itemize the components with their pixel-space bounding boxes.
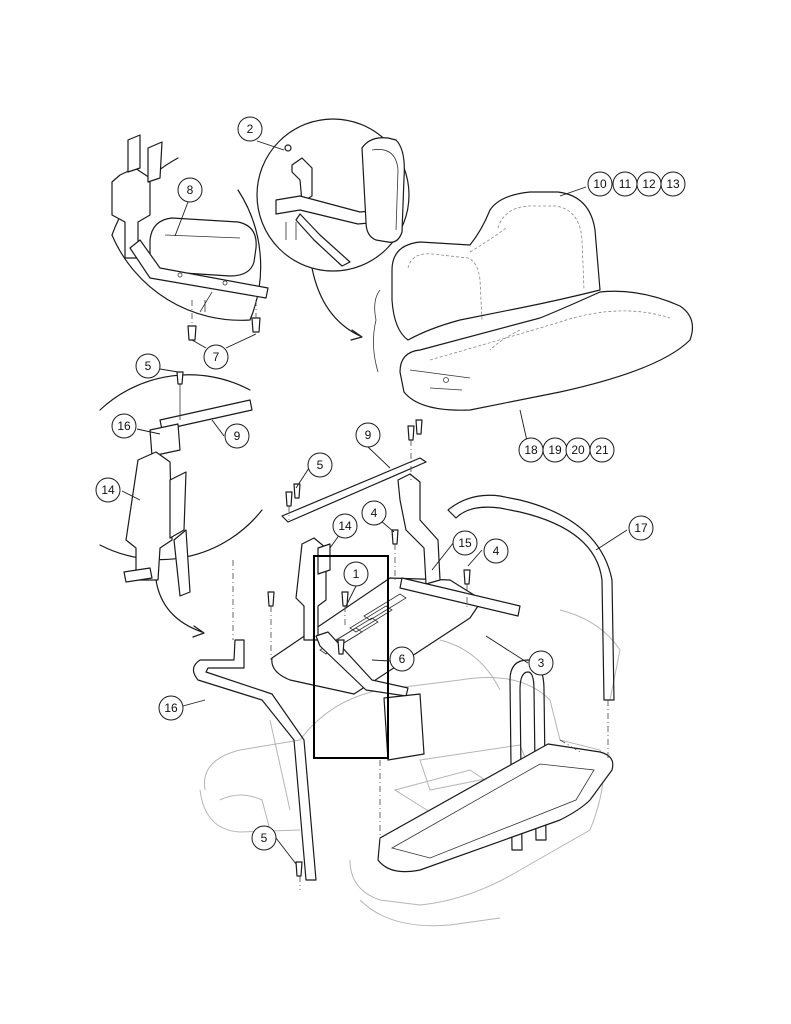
callout-15: 15 [452, 530, 478, 556]
callout-5-mid: 5 [307, 452, 333, 478]
svg-text:14: 14 [338, 519, 352, 533]
frame-tube-vertical [509, 659, 547, 851]
svg-text:21: 21 [595, 443, 609, 457]
callout-16: 16 [158, 695, 184, 721]
callout-10: 10 [587, 171, 613, 197]
frame-tube-right [447, 494, 615, 701]
svg-text:4: 4 [493, 544, 500, 558]
frame-tube-left [192, 639, 317, 881]
inset-arrow-seatback [311, 267, 361, 337]
svg-text:14: 14 [101, 483, 115, 497]
callout-1: 1 [343, 561, 369, 587]
rear-panel [383, 693, 425, 761]
svg-text:19: 19 [548, 443, 562, 457]
svg-text:8: 8 [187, 183, 194, 197]
highlight-box [313, 555, 389, 759]
inset-bracket-detail [99, 371, 263, 597]
callout-9: 9 [355, 422, 381, 448]
callout-18: 18 [518, 437, 544, 463]
arrowhead-bracket [192, 625, 205, 638]
svg-text:5: 5 [145, 359, 152, 373]
svg-text:15: 15 [458, 536, 472, 550]
svg-text:9: 9 [365, 428, 372, 442]
svg-text:5: 5 [317, 458, 324, 472]
callout-16-inset: 16 [111, 413, 137, 439]
callout-6: 6 [389, 646, 415, 672]
svg-text:9: 9 [234, 429, 241, 443]
inset-seat-bracket [111, 134, 269, 341]
fasteners [232, 419, 609, 890]
svg-text:7: 7 [213, 350, 220, 364]
svg-text:2: 2 [247, 122, 254, 136]
callout-17: 17 [628, 515, 654, 541]
svg-text:20: 20 [571, 443, 585, 457]
callout-19: 19 [542, 437, 568, 463]
callout-5-top: 5 [135, 353, 161, 379]
svg-text:6: 6 [399, 652, 406, 666]
callout-11: 11 [612, 171, 638, 197]
svg-text:18: 18 [524, 443, 538, 457]
callout-21: 21 [589, 437, 615, 463]
inset-arrow-bracket [155, 579, 203, 633]
cross-bar [281, 457, 427, 523]
callout-9-inset: 9 [224, 423, 250, 449]
callout-7: 7 [203, 344, 229, 370]
callout-4-right: 4 [483, 538, 509, 564]
svg-text:16: 16 [164, 701, 178, 715]
svg-text:17: 17 [634, 521, 648, 535]
svg-text:16: 16 [117, 419, 131, 433]
callout-14-inset: 14 [95, 477, 121, 503]
callout-8: 8 [177, 177, 203, 203]
svg-text:5: 5 [261, 831, 268, 845]
svg-text:12: 12 [642, 177, 656, 191]
callout-20: 20 [565, 437, 591, 463]
callout-12: 12 [636, 171, 662, 197]
svg-text:13: 13 [666, 177, 680, 191]
inset-seat-back-hinge [256, 118, 410, 272]
svg-text:1: 1 [353, 567, 360, 581]
arrowhead-seatback [350, 329, 363, 341]
callout-5-bottom: 5 [251, 825, 277, 851]
bracket-right [397, 473, 441, 585]
svg-text:4: 4 [371, 506, 378, 520]
callout-2: 2 [237, 116, 263, 142]
rear-foot-plate [377, 743, 614, 873]
svg-text:11: 11 [619, 177, 632, 191]
callout-4-left: 4 [361, 500, 387, 526]
seat-assembly [373, 191, 693, 411]
callout-14: 14 [332, 513, 358, 539]
callout-3: 3 [528, 650, 554, 676]
svg-text:10: 10 [593, 177, 607, 191]
svg-text:3: 3 [538, 656, 545, 670]
callout-13: 13 [660, 171, 686, 197]
seat-support-platform [271, 577, 483, 695]
